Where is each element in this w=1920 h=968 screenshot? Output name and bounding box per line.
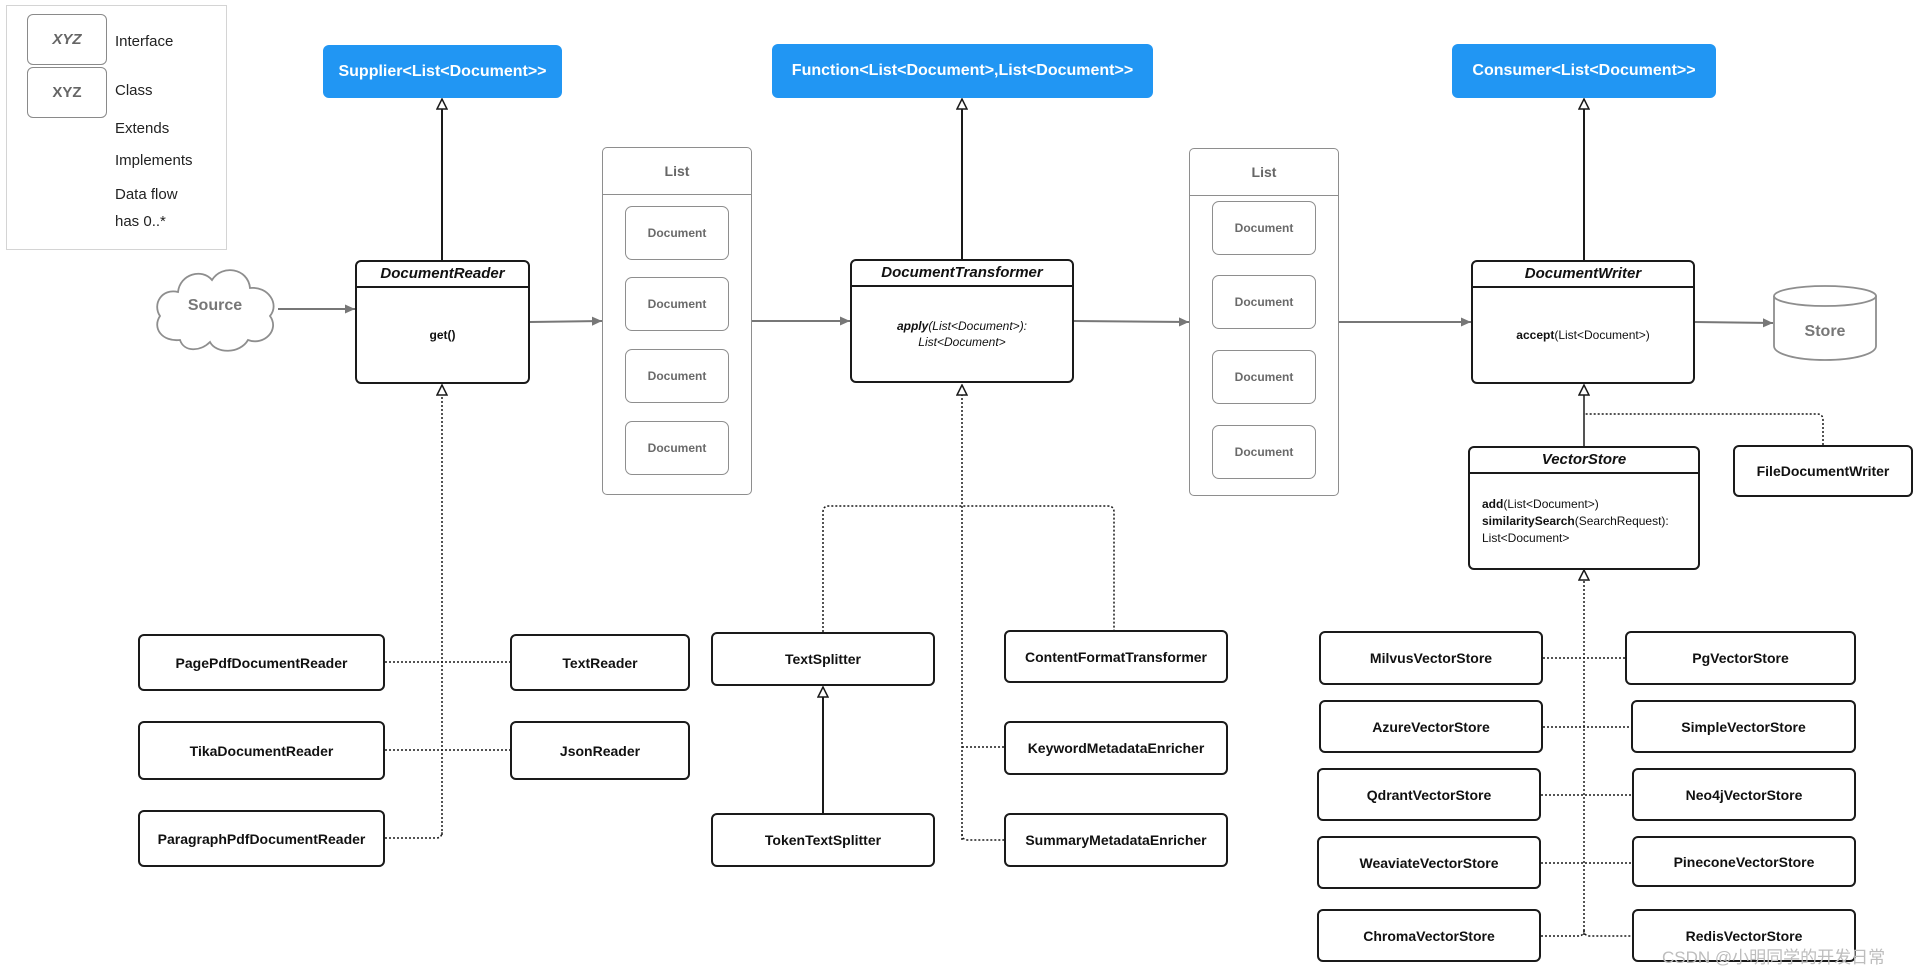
source-label: Source — [187, 297, 243, 314]
implements-edge-paragraph — [385, 831, 443, 839]
store-label: Store — [1804, 323, 1846, 340]
supplier-interface[interactable]: Supplier<List<Document>> — [323, 45, 562, 98]
implements-edge-summary — [961, 833, 1004, 841]
flow-transformer-list — [1073, 317, 1190, 327]
document-item: Document — [1212, 425, 1316, 479]
document-writer-title: DocumentWriter — [1473, 262, 1693, 288]
legend: XYZ Interface XYZ Class Extends Implemen… — [6, 5, 227, 250]
summary-metadata-enricher-class[interactable]: SummaryMetadataEnricher — [1004, 813, 1228, 867]
vector-store-title: VectorStore — [1470, 448, 1698, 474]
vector-store-search-return: List<Document> — [1482, 531, 1570, 545]
milvus-vector-store-class[interactable]: MilvusVectorStore — [1319, 631, 1543, 685]
function-interface[interactable]: Function<List<Document>,List<Document>> — [772, 44, 1153, 98]
store-cylinder-icon — [1773, 285, 1877, 361]
flow-writer-store — [1694, 318, 1774, 328]
file-document-writer-class[interactable]: FileDocumentWriter — [1733, 445, 1913, 497]
transformer-method-args: (List<Document>): — [928, 319, 1028, 333]
document-reader-interface[interactable]: DocumentReader get() — [355, 260, 530, 384]
pinecone-vector-store-class[interactable]: PineconeVectorStore — [1632, 836, 1856, 887]
legend-interface-box: XYZ — [27, 14, 107, 65]
document-item: Document — [1212, 350, 1316, 404]
document-item: Document — [1212, 275, 1316, 329]
text-splitter-class[interactable]: TextSplitter — [711, 632, 935, 686]
source-cloud-icon — [156, 269, 275, 352]
list-title: List — [603, 148, 751, 195]
vector-store-add-args: (List<Document>) — [1503, 497, 1599, 511]
document-reader-method: get() — [429, 328, 456, 342]
legend-dataflow-label: Data flow — [115, 186, 178, 203]
document-item: Document — [1212, 201, 1316, 255]
vector-store-add-name: add — [1482, 497, 1504, 511]
keyword-metadata-enricher-class[interactable]: KeywordMetadataEnricher — [1004, 721, 1228, 775]
document-item: Document — [625, 206, 729, 260]
simple-vector-store-class[interactable]: SimpleVectorStore — [1631, 700, 1856, 753]
document-item: Document — [625, 277, 729, 331]
azure-vector-store-class[interactable]: AzureVectorStore — [1319, 700, 1543, 753]
writer-method-args: (List<Document>) — [1554, 328, 1650, 342]
vector-store-interface[interactable]: VectorStore add(List<Document>) similari… — [1468, 446, 1700, 570]
legend-class-box: XYZ — [27, 67, 107, 118]
paragraph-pdf-document-reader-class[interactable]: ParagraphPdfDocumentReader — [138, 810, 385, 867]
qdrant-vector-store-class[interactable]: QdrantVectorStore — [1317, 768, 1541, 821]
document-writer-interface[interactable]: DocumentWriter accept(List<Document>) — [1471, 260, 1695, 384]
document-reader-title: DocumentReader — [357, 262, 528, 288]
implements-edge-store-rows — [1541, 657, 1632, 937]
legend-class-label: Class — [115, 82, 153, 99]
document-transformer-title: DocumentTransformer — [852, 261, 1072, 287]
legend-interface-label: Interface — [115, 33, 174, 50]
legend-implements-label: Implements — [115, 152, 193, 169]
neo4j-vector-store-class[interactable]: Neo4jVectorStore — [1632, 768, 1856, 821]
page-pdf-document-reader-class[interactable]: PagePdfDocumentReader — [138, 634, 385, 691]
tika-document-reader-class[interactable]: TikaDocumentReader — [138, 721, 385, 780]
flow-reader-list — [529, 316, 603, 326]
vector-store-search-args: (SearchRequest): — [1574, 514, 1669, 528]
transformer-method-name: apply — [896, 319, 929, 333]
chroma-vector-store-class[interactable]: ChromaVectorStore — [1317, 909, 1541, 962]
list-title: List — [1190, 149, 1338, 196]
consumer-interface[interactable]: Consumer<List<Document>> — [1452, 44, 1716, 98]
list-container-2: List Document Document Document Document — [1189, 148, 1339, 496]
token-text-splitter-class[interactable]: TokenTextSplitter — [711, 813, 935, 867]
json-reader-class[interactable]: JsonReader — [510, 721, 690, 780]
text-reader-class[interactable]: TextReader — [510, 634, 690, 691]
writer-method-name: accept — [1516, 328, 1555, 342]
pg-vector-store-class[interactable]: PgVectorStore — [1625, 631, 1856, 685]
transformer-method-return: List<Document> — [918, 335, 1006, 349]
legend-has-label: has 0..* — [115, 213, 166, 230]
redis-vector-store-class[interactable]: RedisVectorStore — [1632, 909, 1856, 962]
legend-extends-label: Extends — [115, 120, 170, 137]
watermark: CSDN @小明同学的开发日常 — [1662, 948, 1886, 967]
document-transformer-interface[interactable]: DocumentTransformer apply(List<Document>… — [850, 259, 1074, 383]
vector-store-search-name: similaritySearch — [1482, 514, 1575, 528]
implements-edge-textsplitter — [822, 505, 1115, 632]
implements-edge-filewriter — [1584, 413, 1824, 445]
weaviate-vector-store-class[interactable]: WeaviateVectorStore — [1317, 836, 1541, 889]
document-item: Document — [625, 421, 729, 475]
content-format-transformer-class[interactable]: ContentFormatTransformer — [1004, 630, 1228, 683]
list-container-1: List Document Document Document Document — [602, 147, 752, 495]
document-item: Document — [625, 349, 729, 403]
